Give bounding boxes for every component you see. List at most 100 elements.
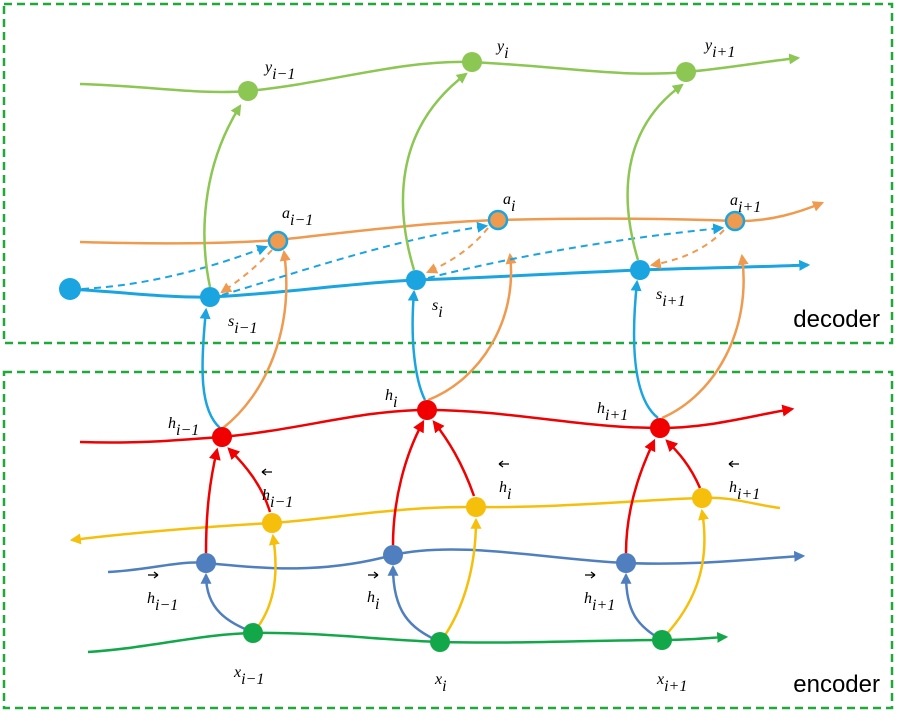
dash-a-to-s-1	[220, 249, 273, 294]
dash-s0-to-a-1	[81, 244, 269, 290]
label-hb-3: hi+1	[729, 479, 760, 503]
label-a-1: ai−1	[282, 205, 313, 229]
arrow-x-to-bwd-1	[253, 533, 280, 633]
arrow-s-to-y-3	[626, 83, 684, 261]
label-y-1: yi−1	[263, 59, 295, 83]
backward-arrow-accent-2	[498, 460, 509, 468]
arrow-bwd-to-h-3	[665, 439, 702, 489]
node-hf-2	[383, 545, 403, 565]
arrow-x-to-bwd-3	[661, 508, 709, 640]
output-nodes	[238, 52, 696, 101]
decoder-state-chain	[69, 259, 811, 299]
decoder-state-nodes	[59, 260, 650, 307]
node-s-2	[406, 270, 426, 290]
label-hf-1: hi−1	[147, 590, 178, 614]
node-y-1	[238, 81, 258, 101]
node-x-3	[652, 630, 672, 650]
arrow-fwd-to-h-1	[204, 447, 221, 554]
encoder-label: encoder	[793, 671, 880, 698]
arrow-s-to-y-1	[203, 104, 242, 288]
state-to-attention-dashed-arrows	[81, 221, 725, 296]
label-s-3: si+1	[656, 286, 685, 310]
node-x-2	[430, 632, 450, 652]
arrow-bwd-to-h-2	[432, 420, 476, 497]
attention-chain	[79, 201, 825, 245]
hidden-to-state-arrows	[199, 279, 659, 429]
label-y-3: yi+1	[703, 37, 735, 61]
forward-arrow-accent-2	[368, 571, 379, 579]
label-x-2: xi	[434, 671, 447, 695]
node-hf-1	[196, 553, 216, 573]
node-hb-3	[692, 488, 712, 508]
node-s-3	[630, 260, 650, 280]
arrow-s-to-y-2	[401, 72, 468, 271]
dash-s-to-a-3	[427, 223, 725, 279]
forward-nodes	[196, 545, 636, 573]
backward-arrow-accent-1	[261, 468, 272, 476]
node-h-2	[417, 400, 437, 420]
node-h-1	[212, 427, 232, 447]
label-hb-1: hi−1	[262, 487, 293, 511]
hidden-to-attention-arrows	[222, 249, 749, 429]
input-nodes	[243, 623, 672, 652]
node-a-2	[487, 209, 509, 231]
arrow-h-to-s-2	[407, 289, 427, 401]
label-h-3: hi+1	[597, 400, 628, 424]
node-a-3	[724, 210, 746, 232]
label-x-1: xi−1	[233, 664, 264, 688]
input-to-backward-arrows	[253, 508, 709, 642]
node-y-3	[676, 62, 696, 82]
label-hf-2: hi	[367, 589, 379, 613]
input-chain	[87, 631, 729, 654]
arrow-h-to-a-2	[427, 252, 517, 402]
arrow-bwd-to-h-1	[227, 447, 272, 513]
arrow-h-to-a-1	[222, 249, 291, 429]
encoder-hidden-nodes	[212, 400, 670, 447]
dash-a-to-s-2	[425, 227, 489, 274]
node-s-1	[200, 287, 220, 307]
labels: yi−1 yi yi+1 ai−1 ai ai+1 si−1 si si+1 h…	[147, 37, 761, 695]
label-y-2: yi	[495, 38, 509, 62]
arrow-fwd-to-h-3	[624, 438, 656, 554]
node-hf-3	[616, 553, 636, 573]
arrow-h-to-s-1	[199, 307, 221, 429]
node-a-1	[267, 230, 289, 252]
forward-arrow-accent-3	[585, 571, 596, 579]
label-a-2: ai	[503, 191, 515, 215]
label-hf-3: hi+1	[584, 590, 615, 614]
attention-to-state-dashed-arrows	[220, 227, 725, 294]
bidir-to-hidden-arrows	[204, 419, 702, 554]
arrow-fwd-to-h-2	[391, 419, 425, 546]
label-h-2: hi	[385, 387, 397, 411]
node-x-1	[243, 623, 263, 643]
backward-chain	[69, 496, 781, 545]
encoder-frame	[2, 370, 894, 710]
arrow-x-to-fwd-3	[620, 572, 661, 641]
decoder-frame	[2, 2, 894, 345]
node-hb-1	[262, 513, 282, 533]
node-h-3	[650, 418, 670, 438]
arrow-h-to-a-3	[661, 253, 749, 420]
arrow-x-to-bwd-2	[439, 517, 482, 642]
forward-arrow-accent-1	[148, 571, 159, 579]
dash-a-to-s-3	[649, 229, 725, 269]
label-x-3: xi+1	[656, 671, 687, 695]
arrow-x-to-fwd-2	[387, 564, 439, 643]
label-hb-2: hi	[499, 479, 511, 503]
attention-nodes	[267, 209, 746, 252]
decoder-label: decoder	[793, 306, 880, 333]
label-s-2: si	[432, 297, 443, 321]
node-hb-2	[466, 497, 486, 517]
label-s-1: si−1	[228, 313, 257, 337]
label-a-3: ai+1	[730, 192, 761, 216]
arrow-x-to-fwd-1	[200, 572, 253, 634]
node-s-0	[59, 278, 81, 300]
vector-arrow-accents	[148, 460, 739, 579]
node-y-2	[462, 52, 482, 72]
label-h-1: hi−1	[168, 415, 199, 439]
arrow-h-to-s-3	[630, 279, 659, 419]
backward-arrow-accent-3	[728, 460, 739, 468]
backward-nodes	[262, 488, 712, 533]
